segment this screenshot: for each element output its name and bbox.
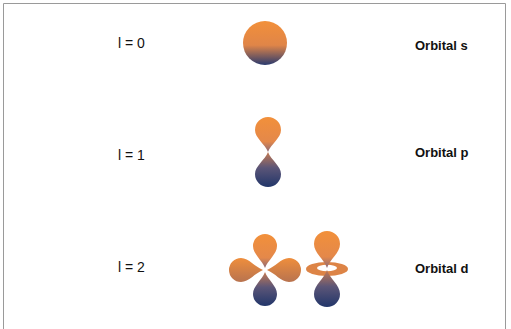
d-orbital-clover: [229, 234, 301, 306]
quantum-number: l = 0: [118, 35, 145, 51]
orbital-name: Orbital p: [415, 145, 468, 160]
frame: [4, 4, 506, 329]
s-orbital: [243, 21, 287, 65]
p-orbital: [255, 117, 281, 187]
quantum-number: l = 2: [118, 259, 145, 275]
orbital-name: Orbital s: [415, 38, 468, 53]
quantum-number: l = 1: [118, 147, 145, 163]
d-orbital-dz2: [306, 231, 348, 307]
orbital-name: Orbital d: [415, 261, 468, 276]
